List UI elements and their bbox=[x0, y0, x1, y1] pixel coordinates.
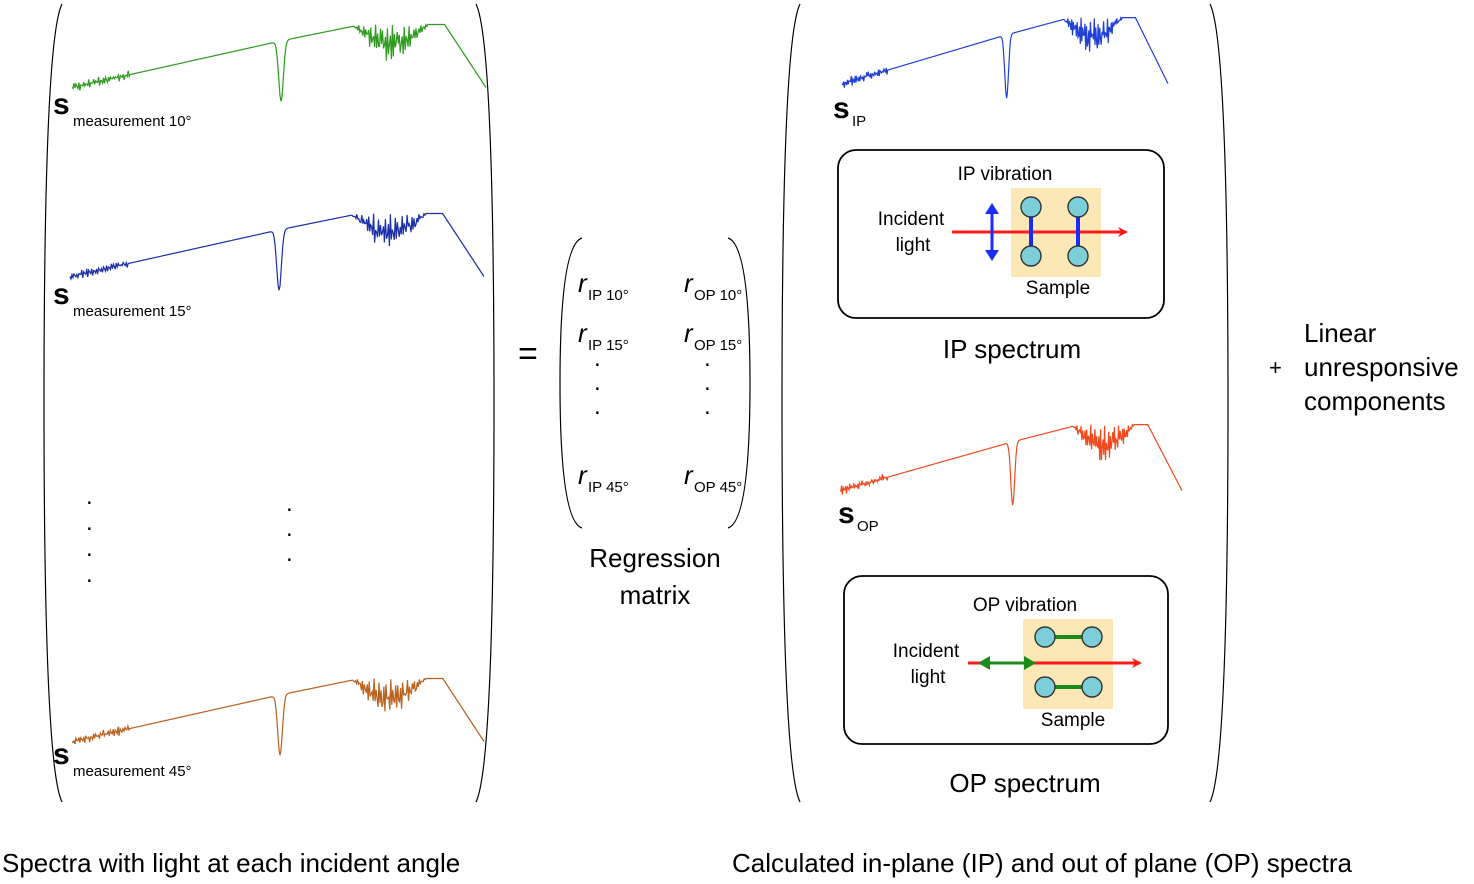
s-measurement-45-subscript: measurement 45° bbox=[73, 763, 192, 780]
ellipsis-dot: . bbox=[86, 535, 93, 562]
matrix-r-ip-45: r bbox=[578, 460, 588, 490]
right-caption: Calculated in-plane (IP) and out of plan… bbox=[732, 848, 1353, 878]
matrix-ellipsis-op: . . . bbox=[704, 345, 711, 420]
vertical-ellipsis-left-b: . . . bbox=[286, 490, 293, 567]
s-ip-symbol: s bbox=[833, 92, 850, 125]
ip-incident-line2: light bbox=[896, 235, 932, 256]
matrix-r-op-45-subscript: OP 45° bbox=[694, 479, 742, 496]
ellipsis-dot: . bbox=[86, 509, 93, 536]
left-paren-close bbox=[476, 4, 494, 802]
ellipsis-dot: . bbox=[286, 490, 293, 517]
vertical-ellipsis-left-a: . . . . bbox=[86, 483, 93, 588]
op-incident-line2: light bbox=[911, 667, 947, 688]
s-measurement-10-subscript: measurement 10° bbox=[73, 113, 192, 130]
s-ip-subscript: IP bbox=[852, 113, 866, 130]
left-caption: Spectra with light at each incident angl… bbox=[2, 848, 460, 878]
s-measurement-15-subscript: measurement 15° bbox=[73, 303, 192, 320]
ip-spectrum-label: IP spectrum bbox=[943, 334, 1081, 364]
left-paren-open bbox=[44, 4, 62, 802]
spectrum-measurement-15 bbox=[70, 214, 484, 291]
matrix-r-op-45: r bbox=[684, 460, 694, 490]
residual-line2: unresponsive bbox=[1304, 352, 1459, 382]
spectrum-ip bbox=[842, 18, 1168, 99]
ellipsis-dot: . bbox=[704, 369, 711, 396]
s-measurement-15-symbol: s bbox=[53, 278, 70, 311]
ellipsis-dot: . bbox=[86, 561, 93, 588]
op-sample-label: Sample bbox=[1041, 710, 1105, 731]
s-op-subscript: OP bbox=[857, 518, 879, 535]
equals-sign: = bbox=[518, 335, 538, 373]
residual-line1: Linear bbox=[1304, 318, 1377, 348]
ip-incident-line1: Incident bbox=[878, 209, 945, 230]
residual-line3: components bbox=[1304, 386, 1446, 416]
spectrum-op bbox=[840, 425, 1182, 506]
ellipsis-dot: . bbox=[286, 515, 293, 542]
ip-vibration-title: IP vibration bbox=[958, 164, 1053, 185]
right-paren-close bbox=[1210, 4, 1228, 802]
ip-vibration-box: IP vibration Incident light Sample bbox=[838, 150, 1164, 318]
ellipsis-dot: . bbox=[594, 345, 601, 372]
op-vibration-title: OP vibration bbox=[973, 595, 1077, 616]
matrix-r-op-10-subscript: OP 10° bbox=[694, 287, 742, 304]
s-op-symbol: s bbox=[838, 497, 855, 530]
ellipsis-dot: . bbox=[704, 345, 711, 372]
matrix-r-ip-10: r bbox=[578, 268, 588, 298]
op-incident-line1: Incident bbox=[893, 641, 960, 662]
s-measurement-45-symbol: s bbox=[53, 738, 70, 771]
right-paren-open bbox=[782, 4, 800, 802]
spectrum-measurement-10 bbox=[72, 25, 486, 102]
ellipsis-dot: . bbox=[594, 393, 601, 420]
s-measurement-10-symbol: s bbox=[53, 88, 70, 121]
ip-sample-label: Sample bbox=[1026, 278, 1090, 299]
matrix-r-op-10: r bbox=[684, 268, 694, 298]
ellipsis-dot: . bbox=[704, 393, 711, 420]
matrix-caption-line2: matrix bbox=[620, 580, 691, 610]
matrix-r-ip-10-subscript: IP 10° bbox=[588, 287, 629, 304]
matrix-r-op-15-subscript: OP 15° bbox=[694, 337, 742, 354]
matrix-r-op-15: r bbox=[684, 318, 694, 348]
ellipsis-dot: . bbox=[594, 369, 601, 396]
op-vibration-box: OP vibration Incident light Sample bbox=[844, 576, 1168, 744]
matrix-r-ip-15: r bbox=[578, 318, 588, 348]
matrix-ellipsis-ip: . . . bbox=[594, 345, 601, 420]
plus-sign: + bbox=[1269, 355, 1282, 380]
spectrum-measurement-45 bbox=[72, 679, 484, 756]
ellipsis-dot: . bbox=[86, 483, 93, 510]
matrix-r-ip-45-subscript: IP 45° bbox=[588, 479, 629, 496]
ellipsis-dot: . bbox=[286, 540, 293, 567]
op-spectrum-label: OP spectrum bbox=[949, 768, 1100, 798]
matrix-caption-line1: Regression bbox=[589, 543, 721, 573]
